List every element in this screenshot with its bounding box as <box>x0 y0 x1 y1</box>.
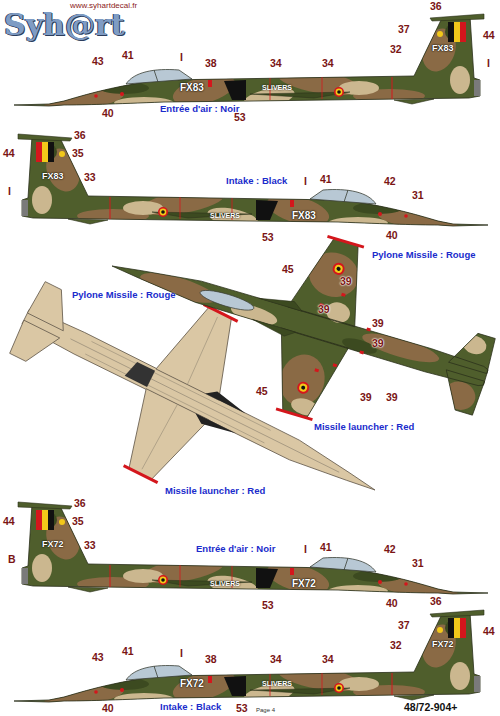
callout-number: 44 <box>3 148 15 160</box>
colour-note: Intake : Black <box>226 176 287 186</box>
callout-number: 37 <box>398 620 410 632</box>
callout-number: I <box>180 648 183 660</box>
brand-logo: Syh@rt <box>4 8 125 41</box>
callout-number: 41 <box>320 542 332 554</box>
callout-number: 35 <box>72 148 84 160</box>
callout-number: 40 <box>386 598 398 610</box>
callout-number: 36 <box>430 1 442 13</box>
callout-number: B <box>8 554 16 566</box>
callout-number: 38 <box>205 654 217 666</box>
callout-number: 40 <box>102 703 114 715</box>
callout-number: 34 <box>322 58 334 70</box>
callout-number: I <box>304 544 307 556</box>
fuselage-code: FX83 <box>180 82 204 93</box>
callout-number: 44 <box>483 30 495 42</box>
callout-number: 39 <box>318 304 330 316</box>
squadron-name: SLIVERS <box>262 84 292 92</box>
callout-number: 53 <box>236 703 248 715</box>
callout-number: 35 <box>72 516 84 528</box>
callout-number: 36 <box>74 130 86 142</box>
tail-code: FX72 <box>432 640 454 650</box>
tail-code: FX83 <box>432 44 454 54</box>
callout-number: 36 <box>74 498 86 510</box>
sheet-reference: 48/72-904+ <box>404 702 457 714</box>
callout-number: 43 <box>92 652 104 664</box>
callout-number: 41 <box>320 174 332 186</box>
callout-number: 39 <box>386 392 398 404</box>
colour-note: Missile launcher : Red <box>165 486 265 496</box>
callout-number: 32 <box>390 640 402 652</box>
callout-number: 42 <box>384 176 396 188</box>
colour-note: Entrée d'air : Noir <box>196 544 275 554</box>
callout-number: 39 <box>360 392 372 404</box>
callout-number: 33 <box>84 540 96 552</box>
tail-code: FX72 <box>42 540 64 550</box>
callout-number: 39 <box>372 338 384 350</box>
callout-number: 32 <box>390 44 402 56</box>
callout-number: 45 <box>282 264 294 276</box>
colour-note: Intake : Black <box>160 702 221 712</box>
callout-number: 39 <box>372 318 384 330</box>
callout-number: 34 <box>322 654 334 666</box>
callout-number: 39 <box>340 276 352 288</box>
callout-number: 36 <box>430 596 442 608</box>
squadron-name: SLIVERS <box>210 212 240 220</box>
fuselage-code: FX72 <box>292 578 316 589</box>
tail-code: FX83 <box>42 172 64 182</box>
callout-number: 41 <box>122 646 134 658</box>
callout-number: 53 <box>262 232 274 244</box>
squadron-name: SLIVERS <box>262 680 292 688</box>
fuselage-code: FX72 <box>180 678 204 689</box>
colour-note: Pylone Missile : Rouge <box>372 250 475 260</box>
callout-number: 34 <box>270 654 282 666</box>
callout-number: 41 <box>122 50 134 62</box>
colour-note: Entrée d'air : Noir <box>160 104 239 114</box>
callout-number: I <box>487 58 490 70</box>
callout-number: I <box>304 176 307 188</box>
callout-number: 44 <box>3 516 15 528</box>
colour-note: Missile launcher : Red <box>314 422 414 432</box>
page-number: Page 4 <box>256 707 275 714</box>
callout-number: 40 <box>102 108 114 120</box>
callout-number: 44 <box>483 626 495 638</box>
callout-number: 31 <box>412 558 424 570</box>
callout-number: 53 <box>262 600 274 612</box>
callout-number: 40 <box>386 230 398 242</box>
callout-number: 53 <box>234 112 246 124</box>
callout-number: 34 <box>270 58 282 70</box>
fuselage-code: FX83 <box>292 210 316 221</box>
callout-number: 45 <box>256 386 268 398</box>
callout-number: I <box>180 52 183 64</box>
callout-number: 38 <box>205 58 217 70</box>
squadron-name: SLIVERS <box>210 580 240 588</box>
callout-number: 33 <box>84 172 96 184</box>
callout-number: 31 <box>412 190 424 202</box>
callout-number: 42 <box>384 544 396 556</box>
colour-note: Pylone Missile : Rouge <box>72 290 175 300</box>
callout-number: I <box>8 186 11 198</box>
callout-number: 37 <box>398 24 410 36</box>
callout-number: 43 <box>92 56 104 68</box>
